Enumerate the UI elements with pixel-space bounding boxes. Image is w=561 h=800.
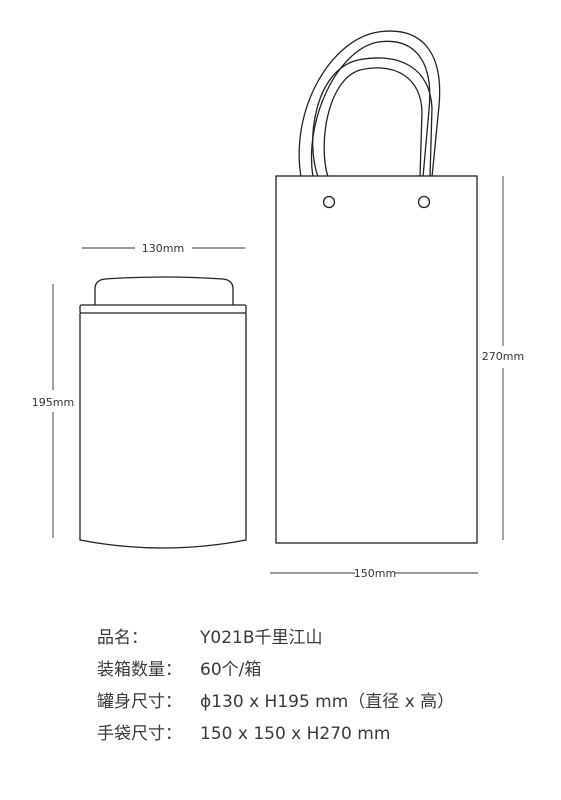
can-width-dimension: 130mm [82, 242, 245, 255]
spec-value: 60个/箱 [200, 660, 262, 680]
can-rim [79, 304, 247, 314]
bag-body [275, 175, 478, 544]
bag-height-dimension: 270mm [482, 176, 524, 540]
can-width-label: 130mm [142, 242, 184, 255]
bag-handle-front-outer [312, 57, 433, 178]
shopping-bag [275, 30, 478, 544]
spec-row-name: 品名： Y021B千里江山 [97, 622, 454, 654]
bag-handle-back-inner [310, 40, 431, 178]
bag-handle-front-inner [323, 67, 423, 178]
spec-value: ϕ130 x H195 mm（直径 x 高） [200, 692, 455, 712]
spec-list: 品名： Y021B千里江山 装箱数量： 60个/箱 罐身尺寸： ϕ130 x H… [97, 622, 454, 750]
bag-hole-left [322, 195, 336, 209]
spec-label: 装箱数量： [97, 660, 182, 680]
spec-row-packing-quantity: 装箱数量： 60个/箱 [97, 654, 454, 686]
bag-hole-right [417, 195, 431, 209]
bag-height-label: 270mm [482, 350, 524, 363]
spec-label: 罐身尺寸： [97, 692, 182, 712]
spec-row-bag-size: 手袋尺寸： 150 x 150 x H270 mm [97, 718, 454, 750]
spec-label: 品名： [97, 628, 148, 648]
can-body [79, 313, 247, 549]
bag-width-dimension: 150mm [270, 567, 478, 580]
tea-can [79, 276, 247, 549]
bag-width-label: 150mm [354, 567, 396, 580]
spec-label: 手袋尺寸： [97, 724, 182, 744]
can-height-dimension: 195mm [32, 284, 74, 538]
bag-handle-back-outer [298, 30, 441, 178]
can-height-label: 195mm [32, 396, 74, 409]
spec-value: Y021B千里江山 [200, 628, 323, 648]
spec-value: 150 x 150 x H270 mm [200, 724, 391, 744]
spec-row-can-size: 罐身尺寸： ϕ130 x H195 mm（直径 x 高） [97, 686, 454, 718]
can-lid [94, 276, 234, 305]
